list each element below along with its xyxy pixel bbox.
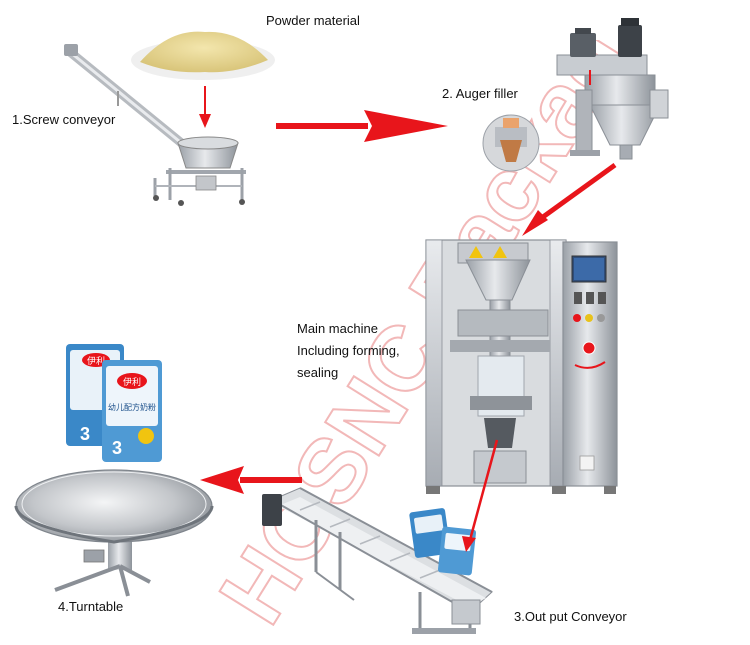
powder-material-label: Powder material: [266, 13, 360, 28]
turntable-image: [14, 469, 214, 597]
auger-filler-label: 2. Auger filler: [442, 86, 518, 101]
bag-back-stage: 3: [80, 424, 90, 444]
main-machine-label-line-3: sealing: [297, 365, 339, 380]
arrow-auger-to-main: [522, 162, 617, 236]
output-conveyor-label: 3.Out put Conveyor: [514, 609, 627, 624]
product-bag-front: 伊利 幼儿配方奶粉 3: [102, 360, 162, 462]
output-conveyor-image: [262, 487, 493, 634]
auger-filler-image: [556, 18, 669, 160]
screw-conveyor-label: 1.Screw conveyor: [12, 112, 116, 127]
bag-front-stage: 3: [112, 438, 122, 458]
bag-back-brand: 伊利: [87, 355, 105, 367]
main-machine-label-line-2: Including forming,: [297, 343, 400, 358]
main-machine-image: [425, 239, 618, 494]
bag-front-brand: 伊利: [123, 376, 141, 388]
arrow-screw-to-auger: [276, 110, 448, 142]
bag-front-text: 幼儿配方奶粉: [108, 402, 156, 412]
flow-arrows: [199, 86, 617, 552]
auger-closeup-image: [482, 114, 540, 172]
arrow-main-to-output: [462, 439, 499, 552]
product-bags-image: 伊利 3 伊利 幼儿配方奶粉 3: [66, 344, 162, 462]
arrow-powder-to-hopper: [199, 86, 211, 128]
main-machine-label: Main machine Including forming, sealing: [297, 318, 400, 384]
main-machine-label-line-1: Main machine: [297, 321, 378, 336]
arrow-output-to-turntable: [200, 466, 302, 494]
screw-conveyor-image: [64, 44, 246, 206]
turntable-label: 4.Turntable: [58, 599, 124, 614]
powder-material-image: [131, 31, 275, 80]
